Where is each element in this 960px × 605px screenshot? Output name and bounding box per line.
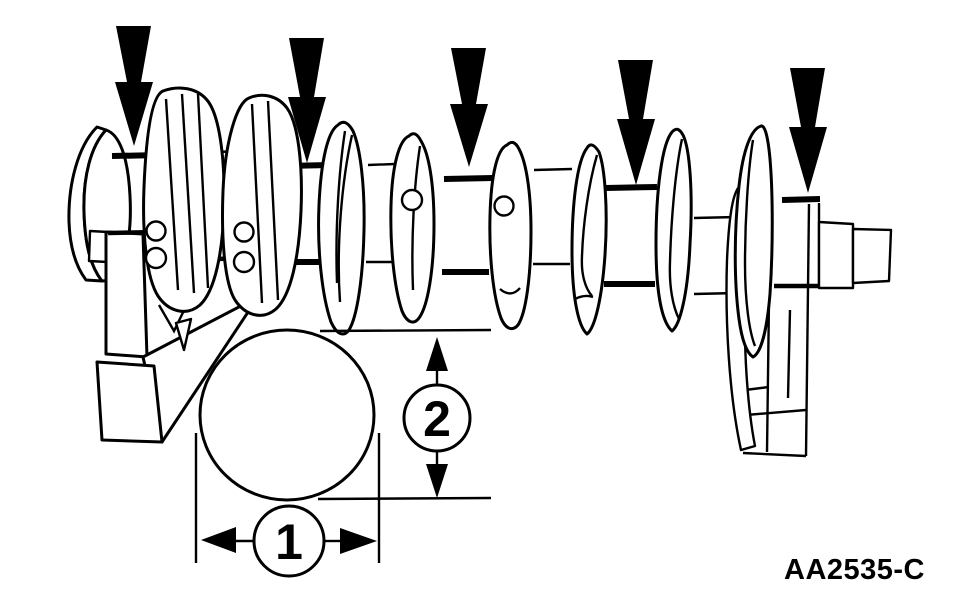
counterweight-7 — [654, 127, 693, 333]
dimension-callout-1: 1 — [201, 504, 377, 578]
measurement-group: 2 1 — [194, 328, 492, 578]
shaft-step-2 — [851, 227, 893, 285]
right-arrowhead — [340, 528, 377, 554]
main-journal-4-surface — [605, 184, 658, 191]
down-arrowhead — [426, 464, 448, 498]
dimension-callout-2: 2 — [402, 337, 472, 498]
oil-hole — [233, 221, 255, 243]
counterweight-6 — [570, 143, 608, 336]
counterweight-2 — [221, 93, 303, 317]
inspection-arrow-1 — [115, 26, 153, 146]
main-journal-5-surface — [781, 196, 821, 203]
stand-base — [95, 360, 164, 444]
upper-extension-line — [319, 328, 492, 333]
inspection-arrow-4 — [617, 60, 655, 185]
journal-cross-section-circle — [198, 328, 376, 502]
figure-code-label: AA2535-C — [784, 554, 925, 586]
up-arrowhead — [426, 337, 448, 371]
oil-hole — [400, 188, 424, 212]
counterweight-5 — [488, 140, 533, 331]
counterweight-8-rear-flange — [733, 124, 774, 359]
v-notch-dart — [174, 317, 193, 352]
rear-shaft-steps — [817, 220, 893, 290]
inspection-arrows — [115, 26, 827, 193]
shaft-step-1 — [817, 220, 855, 290]
oil-hole — [144, 246, 168, 270]
counterweight-1 — [142, 86, 226, 313]
inspection-arrow-2 — [288, 38, 326, 163]
oil-hole — [493, 195, 515, 217]
inspection-arrow-5 — [789, 68, 827, 193]
counterweights — [142, 86, 774, 359]
counterweight-4 — [389, 132, 436, 324]
stand-post — [104, 230, 149, 359]
inspection-arrow-3 — [450, 48, 488, 167]
left-arrowhead — [201, 527, 236, 553]
main-journal-3-surface — [443, 175, 494, 182]
oil-hole — [232, 250, 256, 274]
callout-1-number: 1 — [275, 514, 303, 570]
oil-hole — [145, 220, 167, 242]
counterweight-3 — [317, 120, 366, 336]
lower-extension-line — [317, 496, 492, 501]
callout-2-number: 2 — [423, 391, 451, 447]
